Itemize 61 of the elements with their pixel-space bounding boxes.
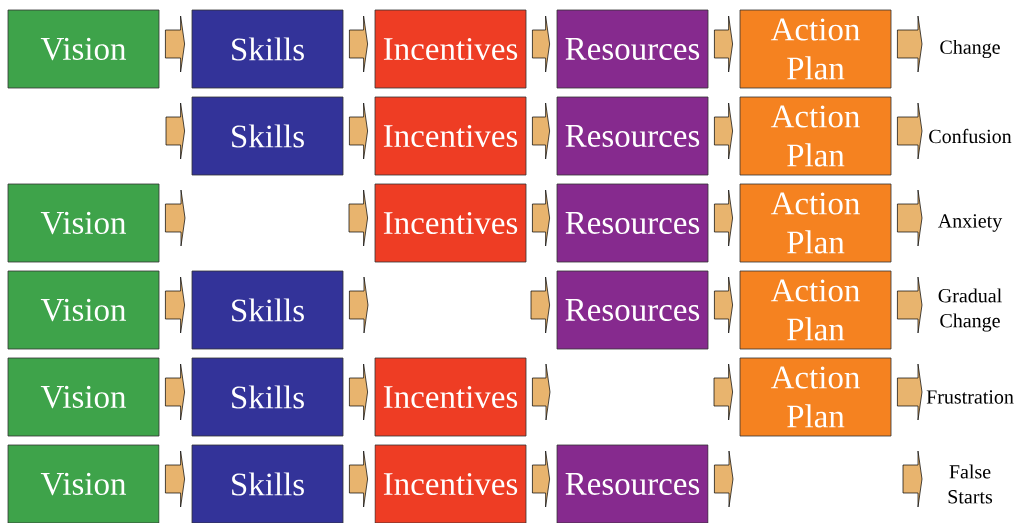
process-box: Vision bbox=[7, 444, 160, 523]
chevron-arrow bbox=[165, 15, 185, 73]
chevron-arrow bbox=[714, 189, 733, 247]
chevron-arrow bbox=[532, 363, 551, 421]
chevron-arrow bbox=[897, 15, 923, 73]
outcome-label: Change bbox=[940, 39, 1000, 59]
chevron-arrow bbox=[348, 189, 368, 247]
chevron-arrow bbox=[532, 189, 550, 247]
chevron-arrow bbox=[897, 276, 923, 334]
chevron-arrow bbox=[165, 102, 185, 160]
chevron-arrow bbox=[714, 450, 734, 508]
outcome-label: False Starts bbox=[948, 464, 993, 504]
chevron-arrow bbox=[897, 102, 923, 160]
process-box: Incentives bbox=[374, 9, 527, 89]
process-box: Skills bbox=[191, 357, 344, 437]
process-box: Vision bbox=[7, 183, 160, 263]
process-box: Action Plan bbox=[739, 9, 892, 89]
chevron-arrow bbox=[897, 363, 923, 421]
process-box: Skills bbox=[191, 444, 344, 523]
process-box: Action Plan bbox=[739, 357, 892, 437]
chevron-arrow bbox=[713, 363, 733, 421]
process-box: Resources bbox=[556, 9, 709, 89]
outcome-label: Frustration bbox=[926, 390, 1014, 404]
chevron-arrow bbox=[897, 189, 923, 247]
process-box: Resources bbox=[556, 183, 709, 263]
process-box: Action Plan bbox=[739, 270, 892, 350]
process-box: Resources bbox=[556, 96, 709, 176]
chevron-arrow bbox=[532, 15, 550, 73]
chevron-arrow bbox=[349, 15, 368, 73]
process-box: Action Plan bbox=[739, 96, 892, 176]
outcome-label: Confusion bbox=[929, 128, 1012, 144]
chevron-arrow bbox=[349, 276, 369, 334]
chevron-arrow bbox=[714, 15, 733, 73]
chevron-arrow bbox=[165, 363, 185, 421]
chevron-arrow bbox=[532, 450, 550, 508]
process-box: Vision bbox=[7, 357, 160, 437]
outcome-label: Gradual Change bbox=[938, 288, 1002, 332]
process-box: Incentives bbox=[374, 357, 527, 437]
chevron-arrow bbox=[165, 450, 185, 508]
chevron-arrow bbox=[349, 102, 368, 160]
process-box: Incentives bbox=[374, 183, 527, 263]
process-box: Vision bbox=[7, 270, 160, 350]
chevron-arrow bbox=[165, 189, 186, 247]
process-box: Resources bbox=[556, 270, 709, 350]
chevron-arrow bbox=[714, 102, 733, 160]
chevron-arrow bbox=[165, 276, 185, 334]
chevron-arrow bbox=[530, 276, 550, 334]
process-box: Vision bbox=[7, 9, 160, 89]
chevron-arrow bbox=[714, 276, 733, 334]
process-box: Incentives bbox=[374, 96, 527, 176]
chevron-arrow bbox=[349, 363, 368, 421]
outcome-label: Anxiety bbox=[938, 214, 1003, 232]
process-box: Skills bbox=[191, 9, 344, 89]
process-box: Resources bbox=[556, 444, 709, 523]
process-box: Incentives bbox=[374, 444, 527, 523]
chevron-arrow bbox=[902, 450, 923, 508]
process-box: Action Plan bbox=[739, 183, 892, 263]
process-box: Skills bbox=[191, 96, 344, 176]
chevron-arrow bbox=[349, 450, 368, 508]
process-box: Skills bbox=[191, 270, 344, 350]
chevron-arrow bbox=[532, 102, 550, 160]
